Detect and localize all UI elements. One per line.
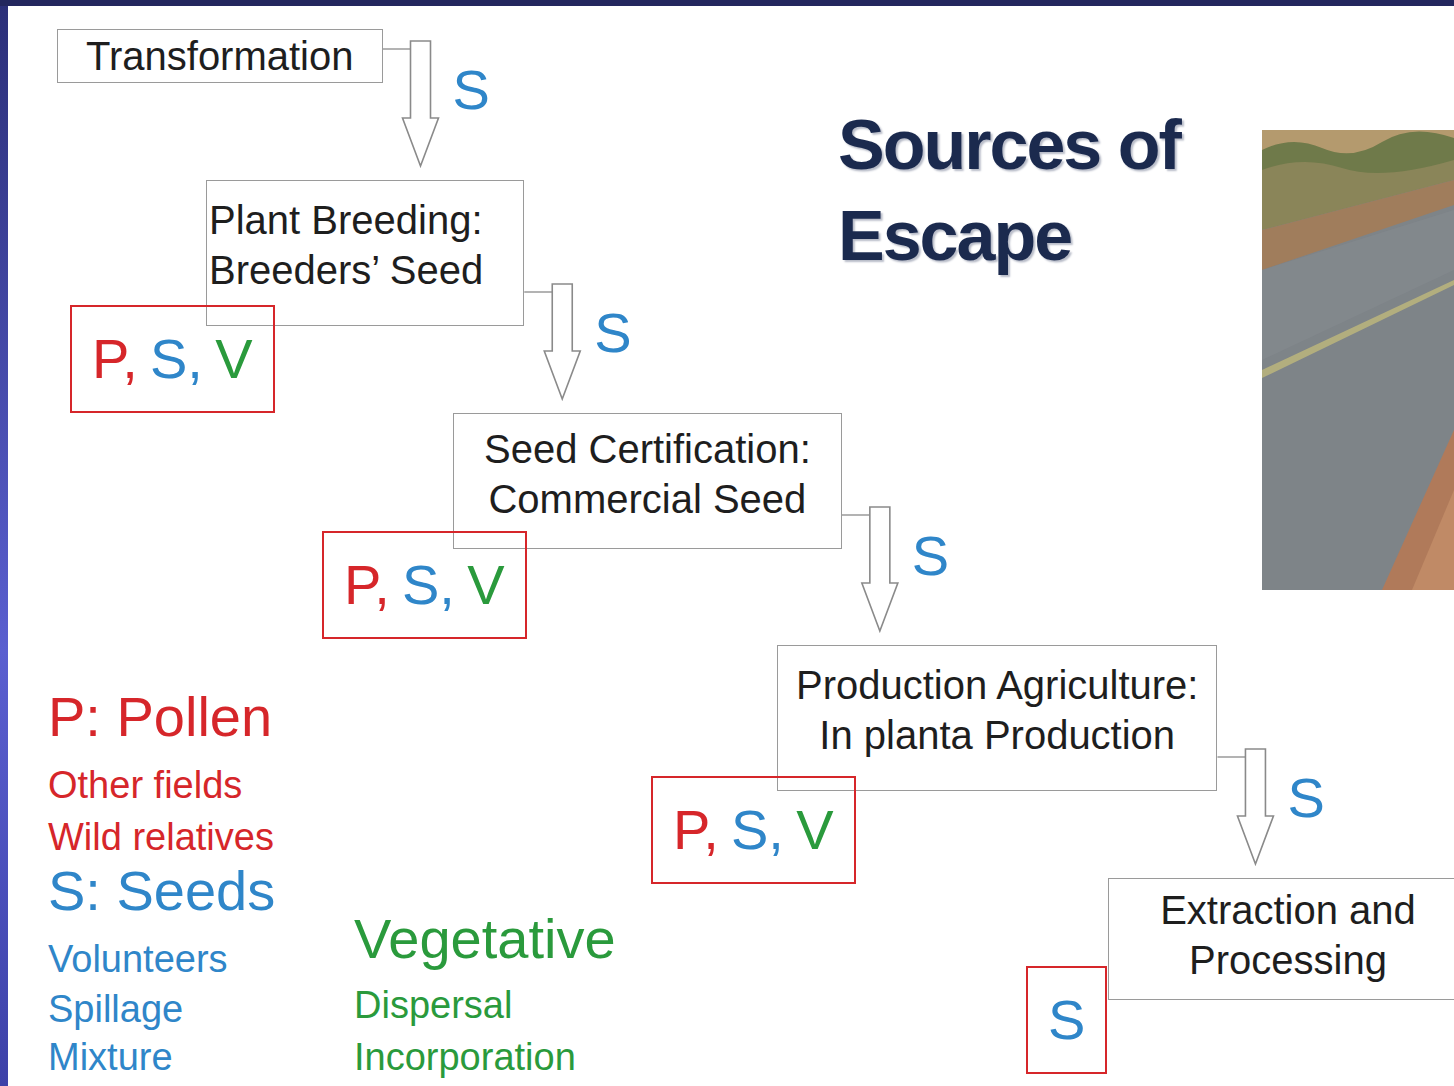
flow-arrow: [842, 507, 898, 631]
hollow-arrow: [862, 507, 898, 631]
frame-strip: [0, 0, 1454, 6]
escape-letter: S,: [731, 788, 784, 872]
frame-strip: [0, 0, 8, 1086]
legend-item: Spillage: [48, 990, 183, 1030]
stage-box: Seed Certification:Commercial Seed: [453, 413, 842, 549]
escape-letter: S,: [402, 543, 455, 627]
stage-text: Production Agriculture:: [796, 660, 1198, 710]
legend-heading: S: Seeds: [48, 862, 275, 921]
escape-letter: V: [796, 788, 833, 872]
flow-arrow: [524, 284, 580, 399]
stage-box: Extraction and Processing: [1108, 878, 1454, 1000]
legend-item: Mixture: [48, 1038, 173, 1078]
stage-box: Transformation: [57, 29, 383, 83]
edge-label: S: [594, 302, 631, 364]
escape-letter: P,: [92, 317, 138, 401]
legend-item: Dispersal: [354, 986, 512, 1026]
stage-text: Plant Breeding:: [209, 195, 483, 245]
edge-label: S: [912, 525, 949, 587]
legend-heading: P: Pollen: [48, 688, 272, 747]
escape-box: P,S,V: [322, 531, 527, 639]
legend-item: Wild relatives: [48, 818, 274, 858]
escape-letter: V: [215, 317, 252, 401]
hollow-arrow: [1237, 749, 1273, 864]
title: Sources of Escape: [838, 100, 1248, 282]
road-photo: [1262, 130, 1454, 590]
stage-text: Breeders’ Seed: [209, 245, 483, 295]
edge-label: S: [453, 59, 490, 121]
escape-letter: S: [1048, 978, 1085, 1062]
arrow-stub: [842, 514, 870, 516]
stage-text: Commercial Seed: [484, 474, 811, 524]
legend-item: Incorporation: [354, 1038, 576, 1078]
arrow-stub: [383, 48, 411, 50]
stage-text: In planta Production: [796, 710, 1198, 760]
legend-item: Other fields: [48, 766, 242, 806]
legend-item: Volunteers: [48, 940, 228, 980]
stage-box: Production Agriculture:In planta Product…: [777, 645, 1217, 791]
escape-box: P,S,V: [651, 776, 856, 884]
escape-box: S: [1026, 966, 1107, 1074]
stage-text: Transformation: [86, 31, 354, 81]
edge-label: S: [1287, 767, 1324, 829]
escape-box: P,S,V: [70, 305, 275, 413]
stage-text: Seed Certification:: [484, 424, 811, 474]
escape-letter: P,: [673, 788, 719, 872]
hollow-arrow: [403, 41, 439, 166]
stage-text: Extraction and Processing: [1129, 885, 1447, 985]
arrow-stub: [524, 291, 552, 293]
flow-arrow: [1217, 749, 1273, 864]
arrow-stub: [1217, 756, 1245, 758]
escape-letter: S,: [150, 317, 203, 401]
flow-arrow: [383, 41, 439, 166]
escape-letter: P,: [344, 543, 390, 627]
escape-letter: V: [467, 543, 504, 627]
legend-heading: Vegetative: [354, 910, 616, 969]
hollow-arrow: [544, 284, 580, 399]
